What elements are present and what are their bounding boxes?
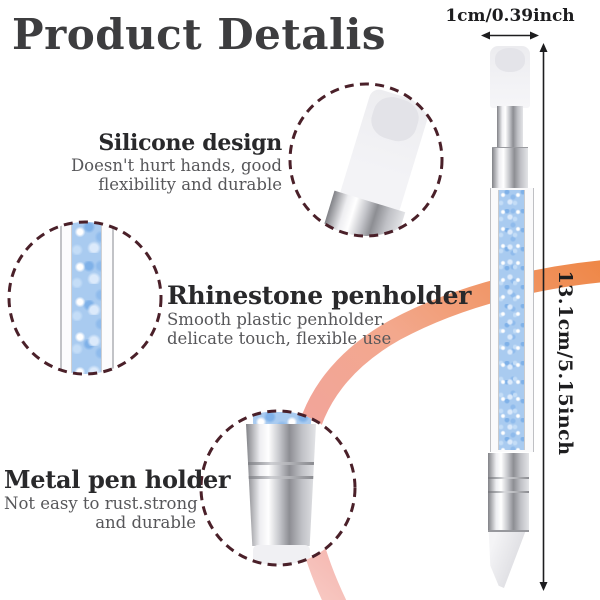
pen-ferrule-ring	[492, 147, 528, 190]
width-arrow-icon	[481, 31, 539, 40]
pen-ferrule-neck	[497, 106, 523, 149]
callout-rhinestone: Rhinestone penholder Smooth plastic penh…	[167, 281, 472, 349]
callout-metal-desc-line2: and durable	[95, 513, 196, 533]
callout-rhinestone-desc-line2: delicate touch, flexible use	[167, 329, 392, 349]
length-arrow-icon	[539, 43, 548, 591]
page-title: Product Detalis	[12, 10, 387, 59]
callout-rhinestone-desc-line1: Smooth plastic penholder.	[167, 310, 386, 329]
callout-silicone-desc-line2: flexibility and durable	[98, 175, 282, 195]
length-measurement-label: 13.1cm/5.15inch	[554, 270, 576, 456]
pen-rhinestone-fill	[498, 190, 525, 450]
width-measurement-label: 1cm/0.39inch	[445, 6, 575, 26]
pen-tip-face	[495, 48, 525, 72]
callout-metal: Metal pen holder Not easy to rust.strong…	[4, 465, 231, 533]
callout-silicone-heading: Silicone design	[98, 130, 282, 156]
callout-metal-desc-line1: Not easy to rust.strong	[4, 494, 198, 513]
callout-rhinestone-heading: Rhinestone penholder	[167, 281, 472, 310]
callout-silicone-desc-line1: Doesn't hurt hands, good	[70, 156, 282, 175]
callout-metal-heading: Metal pen holder	[4, 465, 231, 494]
holder-groove-line	[488, 477, 529, 479]
holder-groove-line	[488, 491, 529, 493]
callout-silicone: Silicone design Doesn't hurt hands, good…	[40, 130, 282, 195]
